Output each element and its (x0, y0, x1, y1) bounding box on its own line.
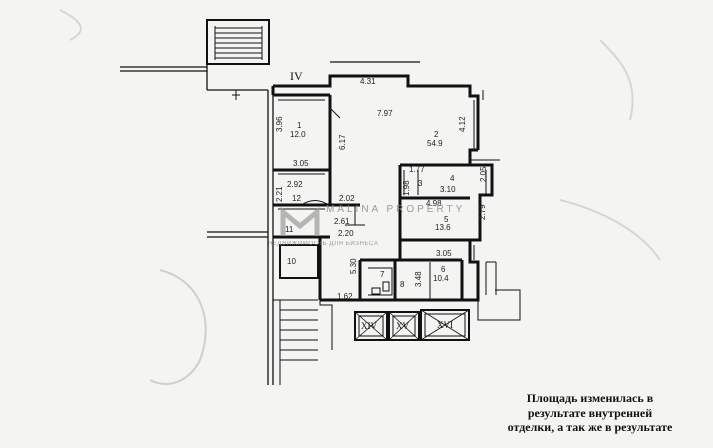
dim-2-79: 2.79 (478, 204, 487, 220)
dim-2-21: 2.21 (275, 186, 284, 202)
shaft-xv-label: XV (396, 321, 409, 331)
room-1-number: 1 (297, 121, 302, 130)
dim-2-61: 2.61 (334, 217, 350, 226)
dim-5-30: 5.30 (349, 258, 358, 274)
dim-1-98: 1.98 (402, 180, 411, 196)
dim-6-17: 6.17 (338, 134, 347, 150)
dim-3-05-room1: 3.05 (293, 159, 309, 168)
room-8-number: 8 (400, 280, 405, 289)
room-7-number: 7 (380, 270, 385, 279)
dim-4-12: 4.12 (458, 116, 467, 132)
note-line-2: результате внутренней (527, 405, 653, 420)
watermark-brand: MALINA PROPERTY (326, 204, 465, 215)
level-label: IV (290, 69, 303, 83)
note-line-1: Площадь изменилась в (526, 391, 654, 405)
dim-2-02: 2.02 (339, 194, 355, 203)
corridor-lines (120, 61, 420, 385)
room-11-number: 11 (285, 225, 294, 234)
dim-7-97: 7.97 (377, 109, 393, 118)
room-2-area: 54.9 (427, 139, 443, 148)
room-12-number: 12 (292, 194, 301, 203)
dim-4-31: 4.31 (360, 77, 376, 86)
dim-1-62: 1.62 (337, 292, 353, 301)
room-1-area: 12.0 (290, 130, 306, 139)
top-staircase (206, 19, 270, 65)
shaft-xvi-label: XVI (437, 320, 453, 330)
dimension-labels: 4.31 7.97 6.17 4.12 3.96 3.05 2.92 2.21 … (275, 77, 488, 301)
room-labels: 1 12.0 2 54.9 3 4 5 13.6 6 10.4 7 8 10 1… (285, 121, 455, 289)
dim-1-77: 1.77 (409, 165, 425, 174)
dim-3-96: 3.96 (275, 116, 284, 132)
room-2-number: 2 (434, 130, 439, 139)
malina-property-watermark: MALINA PROPERTY НЕДВИЖИМОСТЬ ДЛЯ БИЗНЕСА (268, 204, 465, 247)
room-5-number: 5 (444, 215, 449, 224)
watermark-tagline: НЕДВИЖИМОСТЬ ДЛЯ БИЗНЕСА (268, 241, 378, 247)
room-10-number: 10 (287, 257, 296, 266)
room-6-number: 6 (441, 265, 446, 274)
shaft-xiv-label: XIV (361, 321, 377, 331)
room-4-number: 4 (450, 174, 455, 183)
dim-3-48: 3.48 (414, 271, 423, 287)
logo-m-mark (280, 206, 320, 236)
dim-3-10: 3.10 (440, 185, 456, 194)
room-3-number: 3 (418, 179, 423, 188)
note-line-3: отделки, а так же в результате (507, 420, 673, 434)
dim-2-20: 2.20 (338, 229, 354, 238)
interior-lines (232, 90, 521, 385)
dim-2-92: 2.92 (287, 180, 303, 189)
dim-4-98: 4.98 (426, 199, 442, 208)
room-5-area: 13.6 (435, 223, 451, 232)
background-marks (59, 9, 661, 385)
dim-2-05: 2.05 (479, 166, 488, 182)
shafts (354, 309, 470, 341)
dim-3-05-room6: 3.05 (436, 249, 452, 258)
shaft-labels: XIV XV XVI (361, 320, 453, 331)
area-change-note: Площадь изменилась в результате внутренн… (470, 391, 710, 435)
room-6-area: 10.4 (433, 274, 449, 283)
